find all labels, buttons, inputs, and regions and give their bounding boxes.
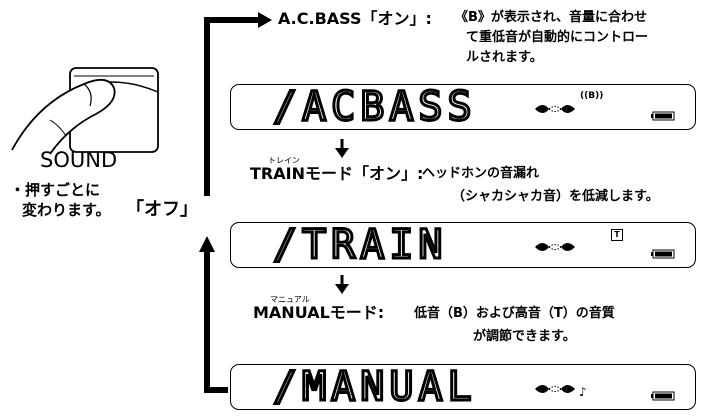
music-note-icon: ♪: [579, 385, 587, 399]
arrow-off-to-acbass: [204, 17, 260, 196]
sound-mode-icon: [535, 243, 575, 251]
treble-indicator-box: T: [611, 229, 623, 241]
acbass-desc-line3: ルされます。: [466, 50, 543, 65]
arrow-head-off: [199, 236, 215, 252]
battery-icon: [651, 249, 675, 259]
arrow-head-acbass: [258, 12, 272, 28]
bass-indicator: ((B)): [580, 91, 604, 101]
off-mode-label: 「オフ」: [126, 199, 198, 220]
train-desc-line2: （シャカシャカ音）を低減します。: [452, 189, 659, 204]
sound-button-illustration: [11, 67, 159, 155]
manual-desc-line1: 低音（B）および高音（T）の音質: [414, 306, 615, 321]
lcd-text-train: /TRAIN: [272, 222, 448, 268]
acbass-title: A.C.BASS「オン」:: [278, 9, 432, 28]
manual-title: MANUALモード:: [253, 303, 385, 322]
lcd-display-train: /TRAIN T: [230, 222, 696, 268]
battery-icon: [651, 111, 675, 121]
sound-mode-icon: [535, 385, 575, 393]
sound-mode-icon: [535, 105, 575, 113]
sound-button-label: SOUND: [40, 148, 118, 172]
lcd-display-acbass: /ACBASS ((B)): [230, 84, 696, 130]
acbass-desc-line2: て重低音が自動的にコントロー: [466, 30, 649, 45]
battery-icon: [651, 391, 675, 401]
lcd-text-manual: /MANUAL: [272, 364, 477, 410]
side-note-line1: ・押すごとに: [10, 181, 101, 199]
side-note-line2: 変わります。: [22, 201, 111, 219]
train-desc-line1: ヘッドホンの音漏れ: [422, 166, 540, 181]
train-title: TRAINモード「オン」:: [250, 164, 424, 183]
manual-desc-line2: が調節できます。: [473, 329, 576, 344]
arrow-manual-to-off: [204, 250, 228, 393]
manual-ruby: マニュアル: [270, 295, 310, 304]
train-ruby: トレイン: [268, 156, 300, 165]
lcd-display-manual: /MANUAL ♪: [230, 364, 696, 410]
treble-indicator: T: [614, 230, 620, 239]
lcd-text-acbass: /ACBASS: [272, 84, 477, 130]
acbass-desc-line1: 《B》が表示され、音量に合わせ: [455, 10, 648, 25]
